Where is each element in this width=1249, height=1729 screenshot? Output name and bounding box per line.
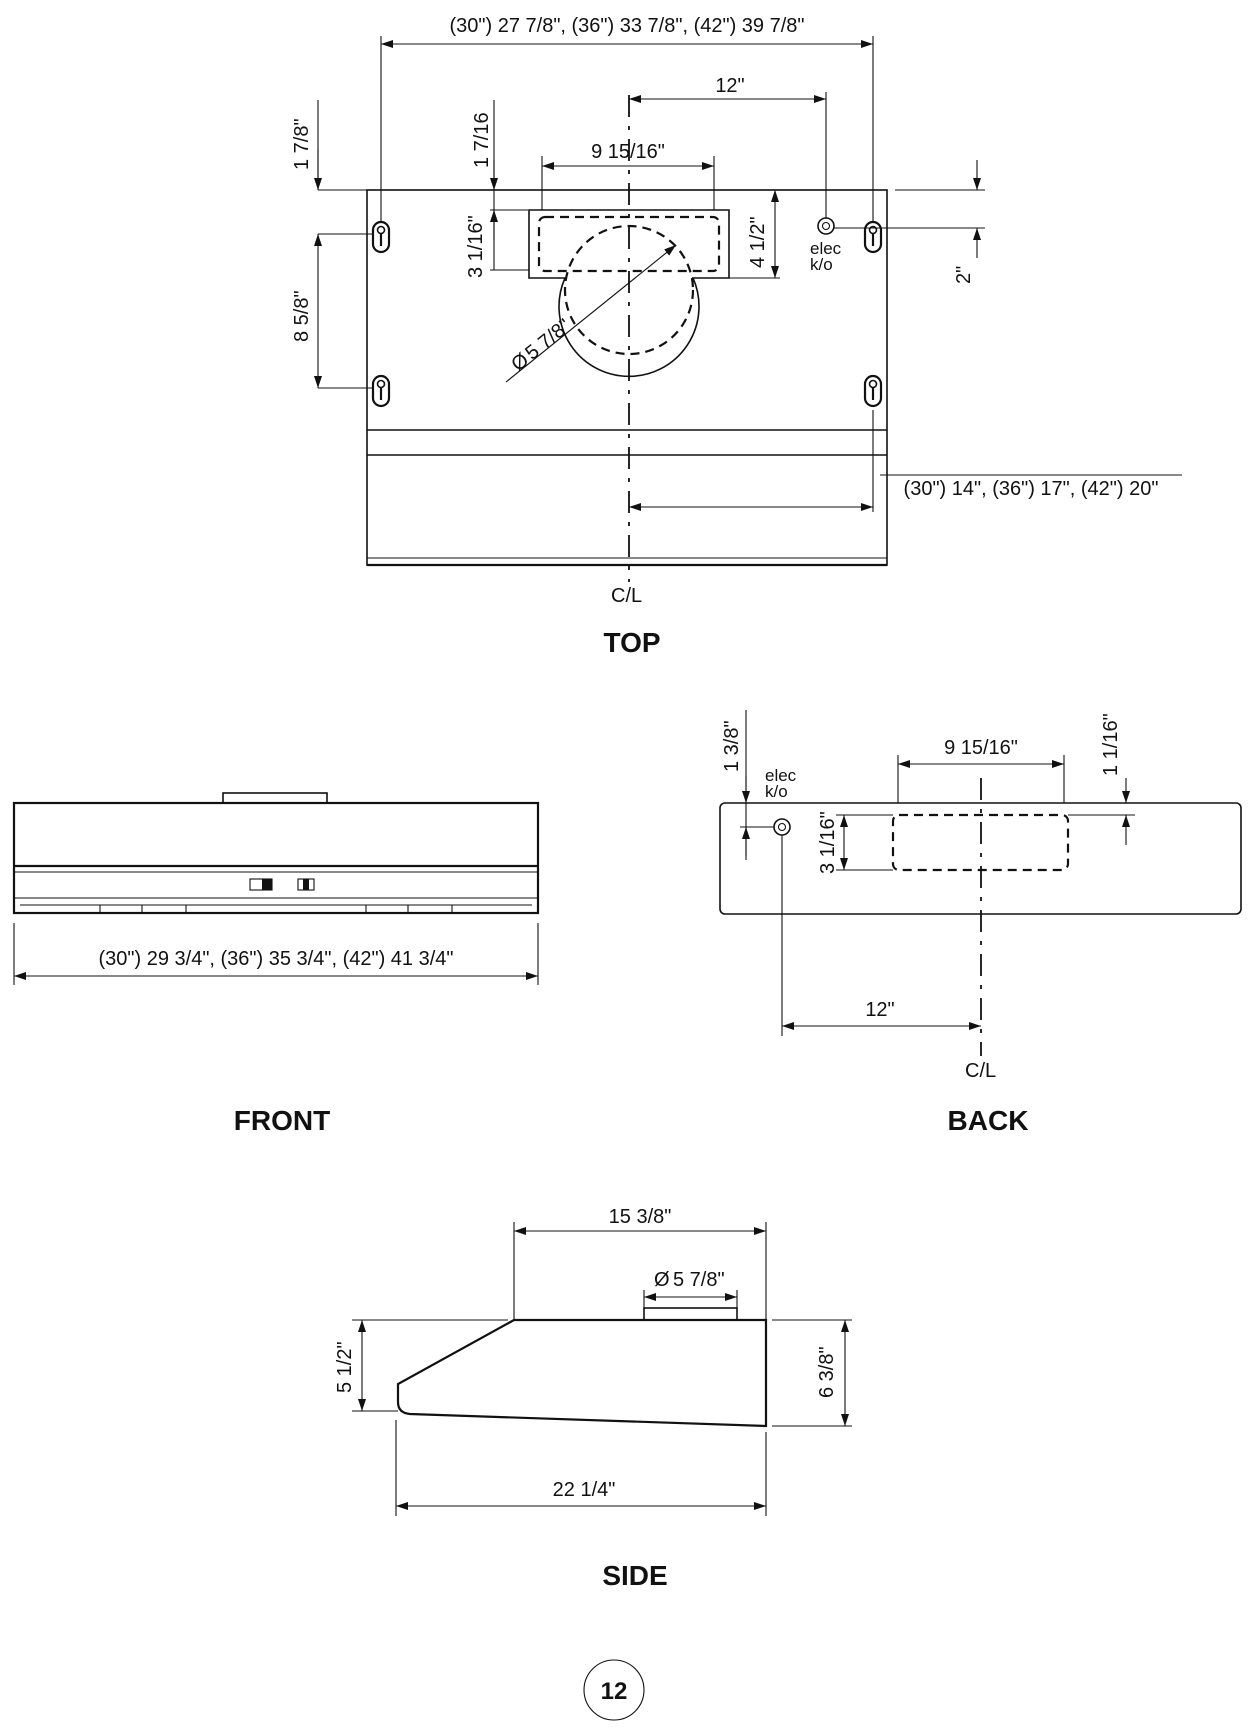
front-hood-body xyxy=(12,801,540,915)
dim-top-cl-to-side: (30") 14", (36") 17", (42") 20" xyxy=(904,478,1159,500)
mounting-slot-icon xyxy=(863,374,883,408)
mounting-slot-icon xyxy=(371,220,391,254)
side-view: 15 3/8" Ø 5 7/8" 5 1/2" 6 3/8" 22 1/4" S… xyxy=(334,1206,852,1591)
side-view-label: SIDE xyxy=(602,1560,667,1591)
dim-back-duct-from-top: 1 1/16" xyxy=(1100,713,1122,776)
mounting-slot-icon xyxy=(863,220,883,254)
back-view: elec k/o C/L 9 15/16" 1 3/8" 1 1/16" 3 1… xyxy=(719,710,1242,1136)
dim-top-duct-from-back: 1 7/16 xyxy=(471,112,493,168)
dim-top-slot-from-back: 1 7/8" xyxy=(291,118,313,170)
ko-label: k/o xyxy=(810,255,833,274)
switch-icon xyxy=(297,878,315,891)
dim-top-overall-width: (30") 27 7/8", (36") 33 7/8", (42") 39 7… xyxy=(449,15,804,37)
elec-knockout-icon xyxy=(817,217,835,235)
dim-back-cl-to-elec: 12" xyxy=(865,999,894,1021)
mounting-slot-icon xyxy=(371,374,391,408)
dim-back-duct-height: 3 1/16" xyxy=(817,811,839,874)
dim-side-front-height: 5 1/2" xyxy=(334,1341,356,1393)
front-view: (30") 29 3/4", (36") 35 3/4", (42") 41 3… xyxy=(12,792,540,1136)
dim-top-cl-to-elec: 12" xyxy=(715,75,744,97)
dim-top-elec-from-back: 2" xyxy=(953,266,975,284)
svg-text:Ø: Ø xyxy=(654,1269,670,1291)
dim-back-elec-from-top: 1 3/8" xyxy=(721,720,743,772)
side-duct-collar xyxy=(643,1307,738,1321)
back-ko-label: k/o xyxy=(765,782,788,801)
page-number-badge: 12 xyxy=(583,1659,645,1721)
duct-collar-outline xyxy=(528,209,730,378)
front-view-label: FRONT xyxy=(234,1105,330,1136)
front-duct-collar xyxy=(222,792,328,804)
page-number: 12 xyxy=(601,1678,628,1705)
back-elec-label: elec xyxy=(765,766,797,785)
dim-front-overall-width: (30") 29 3/4", (36") 35 3/4", (42") 41 3… xyxy=(98,948,453,970)
dim-side-overall-depth: 22 1/4" xyxy=(553,1479,616,1501)
dim-top-slot-spacing: 8 5/8" xyxy=(291,290,313,342)
dim-top-duct-width: 9 15/16" xyxy=(591,141,665,163)
switch-icon xyxy=(249,878,273,891)
back-view-label: BACK xyxy=(948,1105,1029,1136)
side-hood-profile xyxy=(396,1318,768,1428)
top-view-label: TOP xyxy=(603,627,660,658)
svg-text:5 7/8": 5 7/8" xyxy=(673,1269,725,1291)
dim-side-back-height: 6 3/8" xyxy=(816,1346,838,1398)
side-diameter-label: Ø 5 7/8" xyxy=(654,1269,725,1291)
dim-back-duct-width: 9 15/16" xyxy=(944,737,1018,759)
dim-side-top-depth: 15 3/8" xyxy=(609,1206,672,1228)
back-cl-label: C/L xyxy=(965,1060,996,1082)
elec-knockout-icon xyxy=(773,818,791,836)
round-duct-outline xyxy=(563,224,695,356)
top-cl-label: C/L xyxy=(611,585,642,607)
top-view: elec k/o C/L (30") 27 7/8", (36") 33 7/8… xyxy=(291,15,1182,658)
dim-top-collar-depth: 4 1/2" xyxy=(747,216,769,268)
top-view-hood-outline xyxy=(366,189,888,566)
dim-top-duct-depth: 3 1/16" xyxy=(465,215,487,278)
top-diameter-label: Ø 5 7/8" xyxy=(507,315,575,376)
elec-label: elec xyxy=(810,239,842,258)
